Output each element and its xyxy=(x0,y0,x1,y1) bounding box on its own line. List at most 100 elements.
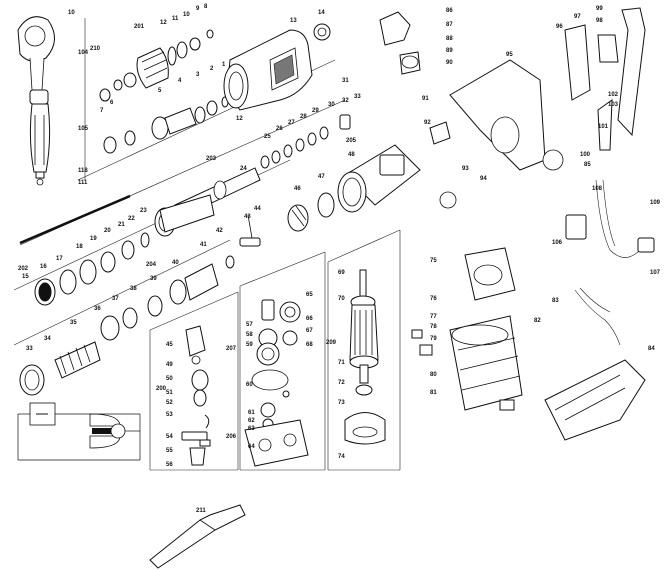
wiring-schematic xyxy=(17,402,141,461)
rotor-column xyxy=(344,269,386,445)
part-label: 96 xyxy=(556,24,563,30)
cord-and-switch xyxy=(565,179,655,346)
part-label: 41 xyxy=(200,242,207,248)
part-label: 18 xyxy=(76,244,83,250)
part-label: 85 xyxy=(584,162,591,168)
part-label: 57 xyxy=(246,322,253,328)
part-label: 74 xyxy=(338,454,345,460)
part-label: 58 xyxy=(246,332,253,338)
part-label: 31 xyxy=(342,78,349,84)
part-label: 29 xyxy=(312,108,319,114)
part-label: 118 xyxy=(78,168,88,174)
part-label: 53 xyxy=(166,412,173,418)
part-label: 52 xyxy=(166,400,173,406)
part-label: 33 xyxy=(354,94,361,100)
part-label: 97 xyxy=(574,14,581,20)
part-label: 32 xyxy=(342,98,349,104)
part-label: 94 xyxy=(480,176,487,182)
part-label: 81 xyxy=(430,390,437,396)
part-label: 49 xyxy=(166,362,173,368)
column2-gear-parts xyxy=(244,299,309,467)
part-label: 9 xyxy=(196,6,200,12)
part-label: 205 xyxy=(346,138,357,144)
part-label: 40 xyxy=(172,260,179,266)
part-label: 95 xyxy=(506,52,513,58)
part-label: 62 xyxy=(248,418,255,424)
part-label: 25 xyxy=(264,134,271,140)
part-label: 20 xyxy=(104,228,111,234)
part-label: 209 xyxy=(326,340,337,346)
part-label: 37 xyxy=(112,296,119,302)
side-handle-assembly xyxy=(17,16,55,186)
part-label: 42 xyxy=(216,228,223,234)
part-label: 91 xyxy=(422,96,429,102)
part-label: 24 xyxy=(240,166,247,172)
part-label: 10 xyxy=(68,10,75,16)
part-label: 99 xyxy=(596,6,603,12)
part-label: 75 xyxy=(430,258,437,264)
part-label: 4 xyxy=(178,78,182,84)
part-label: 98 xyxy=(596,18,603,24)
part-label: 34 xyxy=(44,336,51,342)
part-label: 54 xyxy=(166,434,173,440)
part-label: 106 xyxy=(552,240,563,246)
part-label: 51 xyxy=(166,390,173,396)
gear-housing xyxy=(223,23,331,111)
part-label: 100 xyxy=(580,152,591,158)
part-label: 89 xyxy=(446,48,453,54)
part-label: 67 xyxy=(306,328,313,334)
part-label: 66 xyxy=(306,316,313,322)
part-label: 90 xyxy=(446,60,453,66)
part-label: 92 xyxy=(424,120,431,126)
part-label: 87 xyxy=(446,22,453,28)
part-label: 47 xyxy=(318,174,325,180)
part-label: 210 xyxy=(90,46,101,52)
part-label: 22 xyxy=(128,216,135,222)
part-label: 65 xyxy=(306,292,313,298)
part-label: 60 xyxy=(246,382,253,388)
part-label: 72 xyxy=(338,380,345,386)
part-label: 107 xyxy=(650,270,661,276)
part-label: 35 xyxy=(70,320,77,326)
part-label: 28 xyxy=(300,114,307,120)
part-label: 76 xyxy=(430,296,437,302)
part-label: 5 xyxy=(158,88,162,94)
row3-ring-parts xyxy=(34,194,215,306)
part-label: 108 xyxy=(592,186,603,192)
part-label: 86 xyxy=(446,8,453,14)
part-label: 82 xyxy=(534,318,541,324)
cylinder-housing xyxy=(287,144,421,232)
part-label: 71 xyxy=(338,360,345,366)
part-label: 104 xyxy=(78,50,89,56)
part-label: 206 xyxy=(226,434,237,440)
part-label: 84 xyxy=(648,346,655,352)
part-label: 26 xyxy=(276,126,283,132)
part-label: 8 xyxy=(204,4,208,10)
part-label: 12 xyxy=(160,20,167,26)
part-label: 109 xyxy=(650,200,661,206)
part-label: 10 xyxy=(183,12,190,18)
part-label: 88 xyxy=(446,36,453,42)
row4-parts xyxy=(19,214,261,396)
part-label: 103 xyxy=(608,102,619,108)
part-label: 207 xyxy=(226,346,237,352)
part-label: 83 xyxy=(552,298,559,304)
part-label: 77 xyxy=(430,314,437,320)
part-label: 16 xyxy=(40,264,47,270)
part-label: 64 xyxy=(248,444,255,450)
part-label: 70 xyxy=(338,296,345,302)
chisel-bit xyxy=(149,504,246,569)
part-label: 63 xyxy=(248,426,255,432)
part-label: 59 xyxy=(246,342,253,348)
part-label: 50 xyxy=(166,376,173,382)
part-label: 101 xyxy=(598,124,609,130)
part-label: 27 xyxy=(288,120,295,126)
chuck-front-parts xyxy=(99,29,229,154)
part-label: 202 xyxy=(18,266,29,272)
part-label: 36 xyxy=(94,306,101,312)
part-label: 6 xyxy=(110,100,114,106)
part-label: 30 xyxy=(328,102,335,108)
part-label: 13 xyxy=(290,18,297,24)
part-label: 38 xyxy=(130,286,137,292)
part-label: 203 xyxy=(206,156,217,162)
